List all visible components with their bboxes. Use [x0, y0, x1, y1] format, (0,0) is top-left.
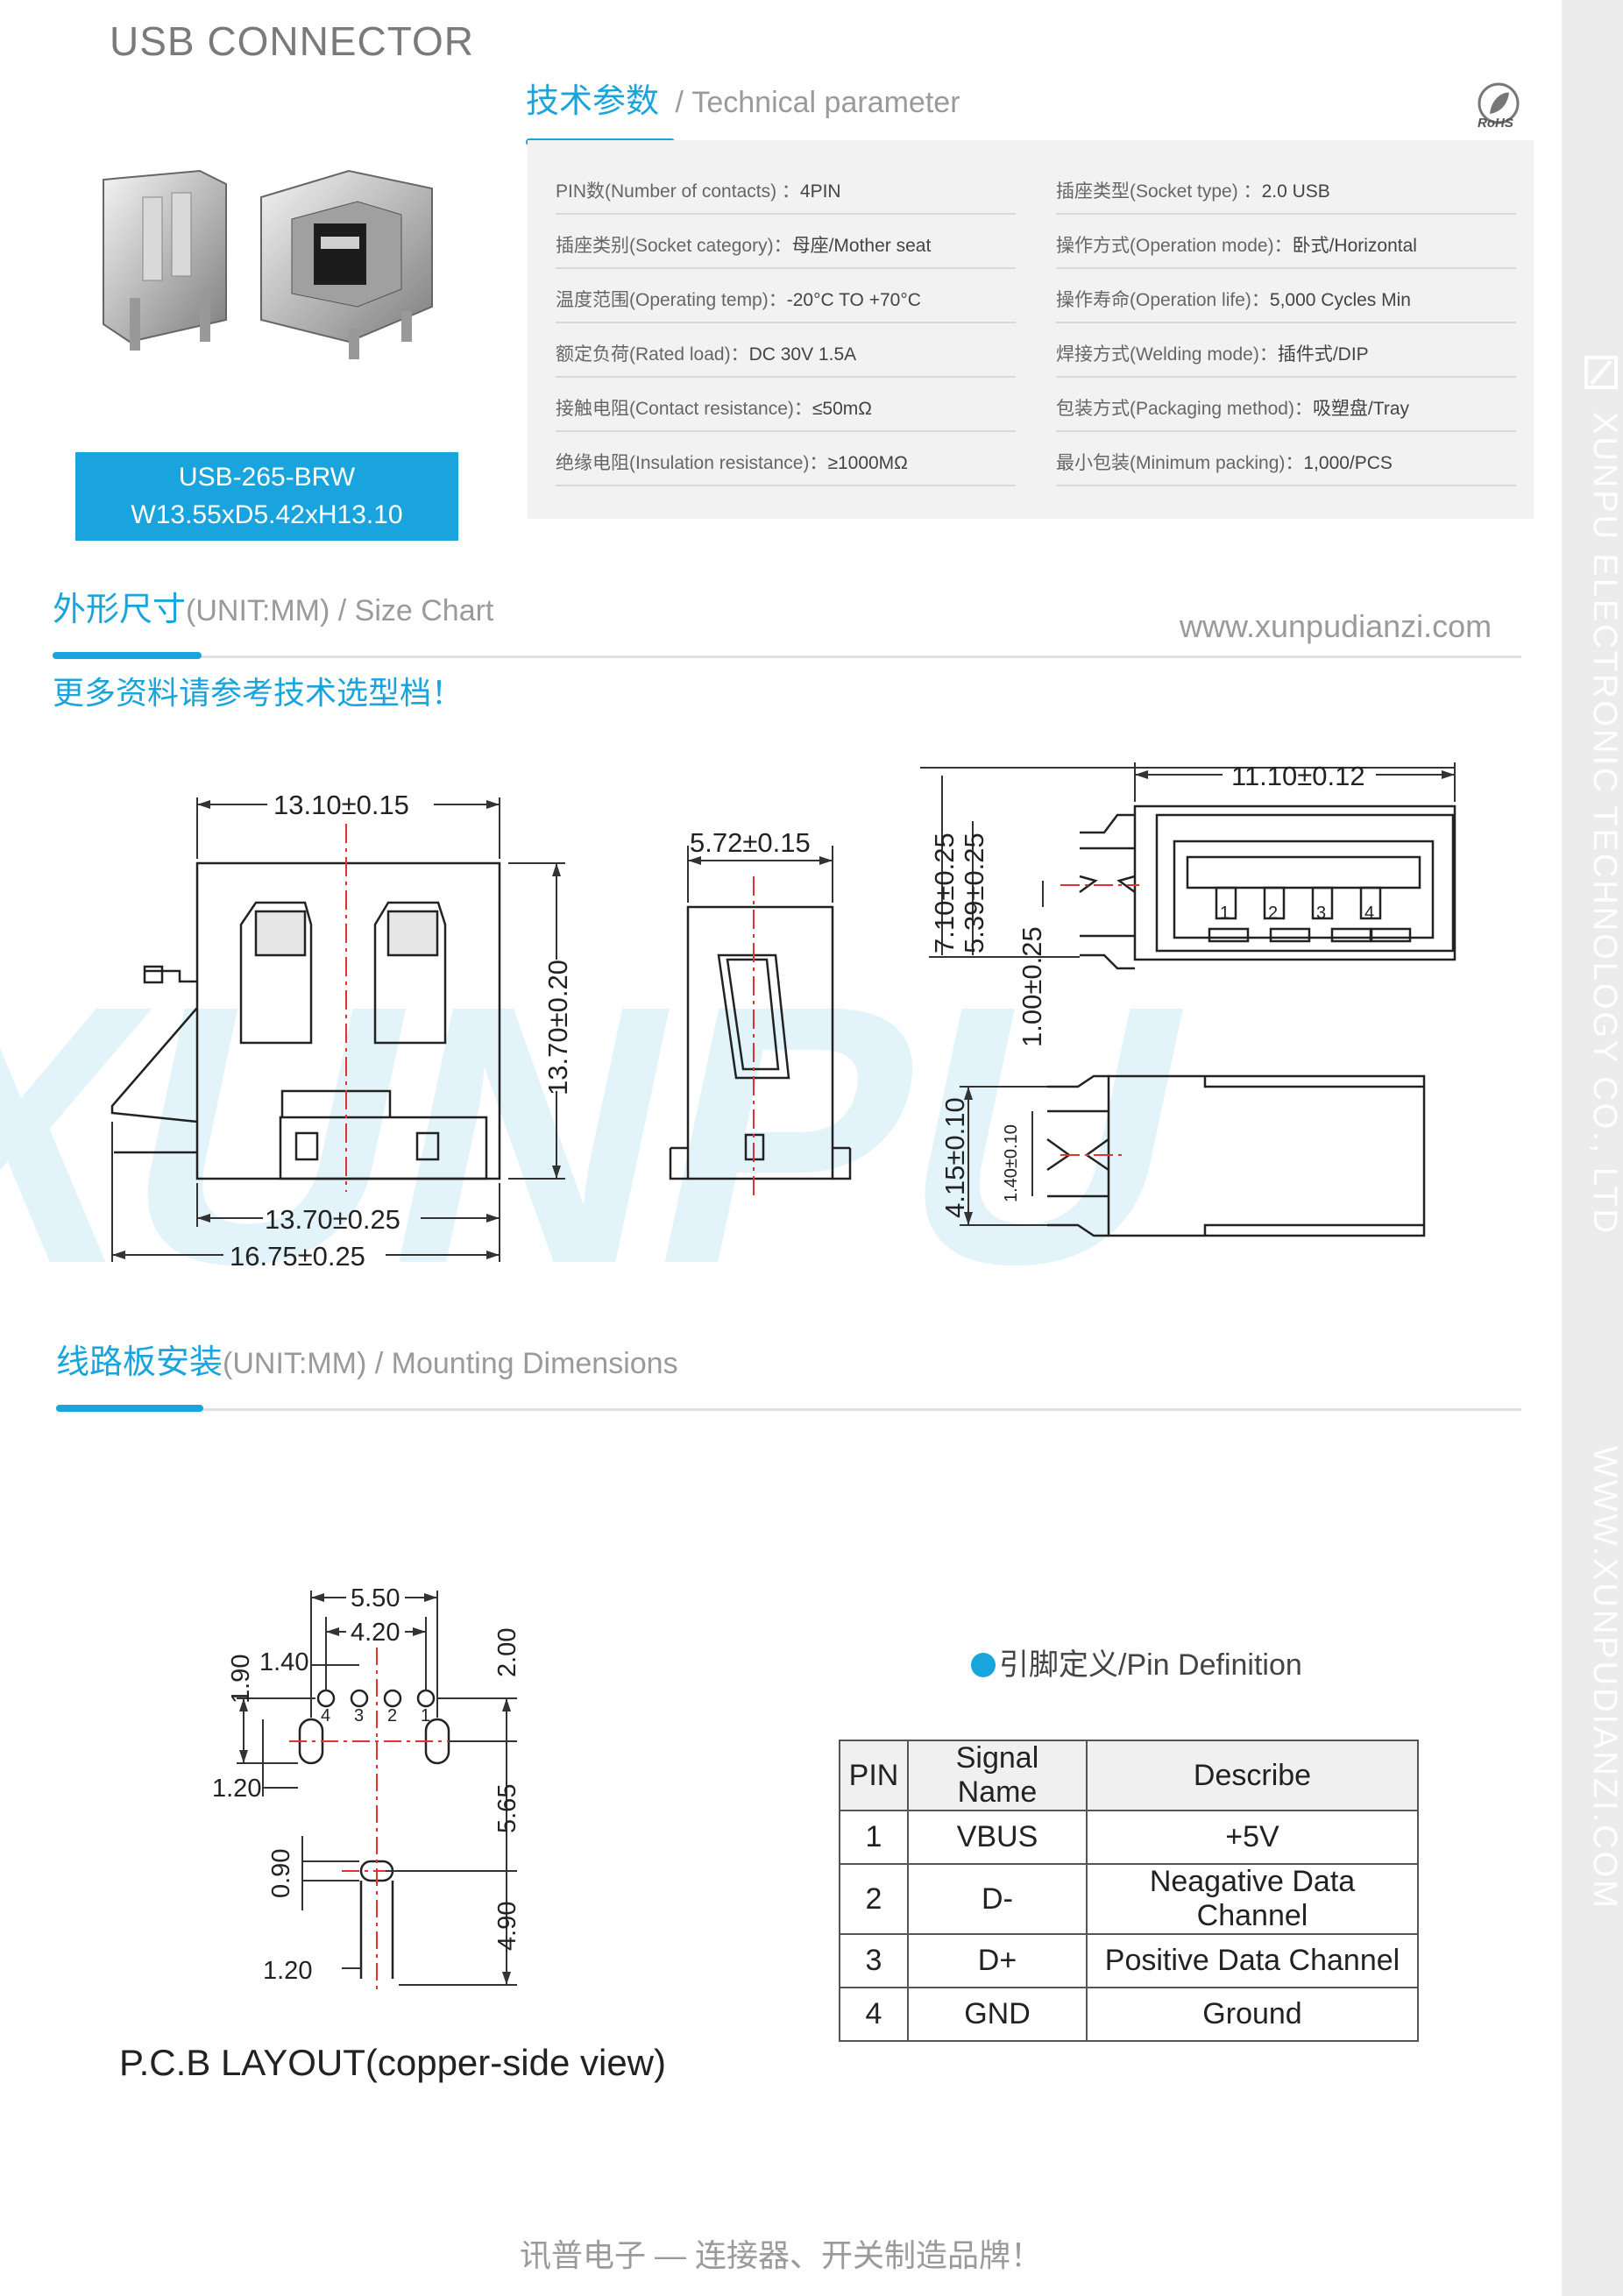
param-socket-type: 插座类型(Socket type) ：2.0 USB [1056, 181, 1330, 202]
pin-label-1: 1 [1220, 904, 1230, 923]
table-row: 3 D+ Positive Data Channel [839, 1933, 1419, 1988]
mounting-divider-accent [56, 1405, 203, 1412]
table-row: 2 D- Neagative Data Channel [839, 1863, 1419, 1935]
pcb-dim-420: 4.20 [351, 1619, 400, 1647]
pcb-dim-490: 4.90 [493, 1902, 521, 1951]
pcb-dim-140: 1.40 [259, 1648, 308, 1676]
tech-title-cn: 技术参数 [526, 83, 660, 120]
param-life: 操作寿命(Operation life)：5,000 Cycles Min [1056, 290, 1411, 310]
dim-side-width: 5.72±0.15 [690, 827, 811, 858]
param-load: 额定负荷(Rated load)：DC 30V 1.5A [556, 344, 857, 365]
dim-top-width: 11.10±0.12 [1231, 761, 1365, 791]
size-divider [53, 655, 1521, 658]
mounting-divider [56, 1408, 1521, 1411]
pcb-caption: P.C.B LAYOUT(copper-side view) [119, 2042, 666, 2083]
dim-front-base: 13.70±0.25 [265, 1204, 400, 1235]
pcb-pin-2: 2 [387, 1706, 397, 1726]
table-row: 1 VBUS +5V [839, 1810, 1419, 1865]
mounting-title-en: (UNIT:MM) / Mounting Dimensions [223, 1347, 678, 1380]
table-header-row: PIN Signal Name Describe [839, 1740, 1419, 1811]
website-text: www.xunpudianzi.com [1180, 608, 1492, 644]
col-describe: Describe [1086, 1740, 1419, 1811]
col-signal: Signal Name [907, 1740, 1088, 1811]
dim-front-height: 13.70±0.20 [542, 960, 573, 1095]
size-divider-accent [53, 652, 202, 659]
dim-h539: 5.39±0.25 [959, 833, 989, 953]
xunpu-logo-icon [1584, 356, 1618, 389]
dim-h415: 4.15±0.10 [939, 1097, 970, 1218]
rohs-label: RoHS [1478, 116, 1513, 131]
footer-slogan: 讯普电子 — 连接器、开关制造品牌！ [519, 2237, 1042, 2273]
model-name: USB-265-BRW [178, 463, 356, 492]
pcb-dim-550: 5.50 [351, 1584, 400, 1612]
pin-definition-caption: 引脚定义/Pin Definition [971, 1641, 1302, 1683]
pcb-layout-drawing: 5.50 4.20 1.40 1.20 1.20 1.90 2.00 5.65 … [212, 1584, 521, 1989]
table-row: 4 GND Ground [839, 1987, 1419, 2042]
mounting-title-cn: 线路板安装 [56, 1344, 223, 1381]
dim-h100: 1.00±0.25 [1017, 926, 1047, 1047]
pcb-pin-4: 4 [321, 1706, 330, 1726]
product-photo [95, 167, 436, 359]
col-pin: PIN [839, 1740, 909, 1811]
param-contact-resistance: 接触电阻(Contact resistance)：≤50mΩ [556, 399, 872, 419]
side-band: XUNPU ELECTRONIC TECHNOLOGY CO., LTD WWW… [1562, 0, 1623, 2296]
pcb-dim-120b: 1.20 [263, 1957, 312, 1985]
size-title-en: (UNIT:MM) / Size Chart [186, 594, 494, 627]
pcb-pin-3: 3 [354, 1706, 364, 1726]
dim-front-width: 13.10±0.15 [273, 790, 409, 820]
bullet-dot-icon [971, 1653, 996, 1677]
rohs-badge: RoHS [1471, 81, 1527, 139]
model-box: USB-265-BRW W13.55xD5.42xH13.10 [75, 452, 458, 541]
size-chart-drawing: XUNPU [0, 761, 1456, 1341]
note-text: 更多资料请参考技术选型档！ [53, 675, 464, 711]
dim-h710: 7.10±0.25 [929, 833, 960, 953]
pcb-dim-200: 2.00 [493, 1628, 521, 1677]
sidebar-website: WWW.XUNPUDIANZI.COM [1586, 1446, 1623, 1910]
sidebar-logo-icon [1562, 351, 1623, 394]
watermark: XUNPU [0, 930, 1223, 1341]
size-title-cn: 外形尺寸 [53, 592, 187, 628]
pin-label-2: 2 [1268, 904, 1278, 923]
param-insulation: 绝缘电阻(Insulation resistance)：≥1000MΩ [556, 453, 908, 473]
dim-h140: 1.40±0.10 [1002, 1124, 1021, 1202]
tech-title-en: / Technical parameter [675, 86, 960, 119]
page-title: USB CONNECTOR [110, 18, 474, 64]
pcb-dim-120a: 1.20 [212, 1775, 261, 1803]
param-temp: 温度范围(Operating temp)：-20°C TO +70°C [556, 290, 921, 310]
param-contacts: PIN数(Number of contacts) ：4PIN [556, 181, 841, 202]
pcb-pin-1: 1 [421, 1706, 430, 1726]
param-category: 插座类别(Socket category)：母座/Mother seat [556, 236, 932, 256]
sidebar-company: XUNPU ELECTRONIC TECHNOLOGY CO., LTD [1586, 412, 1623, 1236]
model-size: W13.55xD5.42xH13.10 [131, 500, 403, 529]
param-operation-mode: 操作方式(Operation mode)：卧式/Horizontal [1056, 236, 1417, 256]
param-welding: 焊接方式(Welding mode)：插件式/DIP [1056, 344, 1369, 365]
pcb-dim-190: 1.90 [227, 1655, 255, 1704]
tech-param-panel: PIN数(Number of contacts) ：4PIN 插座类别(Sock… [528, 140, 1534, 519]
pin-label-4: 4 [1364, 904, 1374, 923]
param-min-packing: 最小包装(Minimum packing)：1,000/PCS [1056, 453, 1393, 473]
dim-front-total: 16.75±0.25 [230, 1241, 365, 1272]
pin-definition-table: PIN Signal Name Describe 1 VBUS +5V 2 D-… [839, 1740, 1419, 2042]
param-packaging: 包装方式(Packaging method)：吸塑盘/Tray [1056, 399, 1409, 419]
pin-label-3: 3 [1316, 904, 1326, 923]
pcb-dim-565: 5.65 [493, 1784, 521, 1833]
pcb-dim-090: 0.90 [267, 1849, 295, 1898]
